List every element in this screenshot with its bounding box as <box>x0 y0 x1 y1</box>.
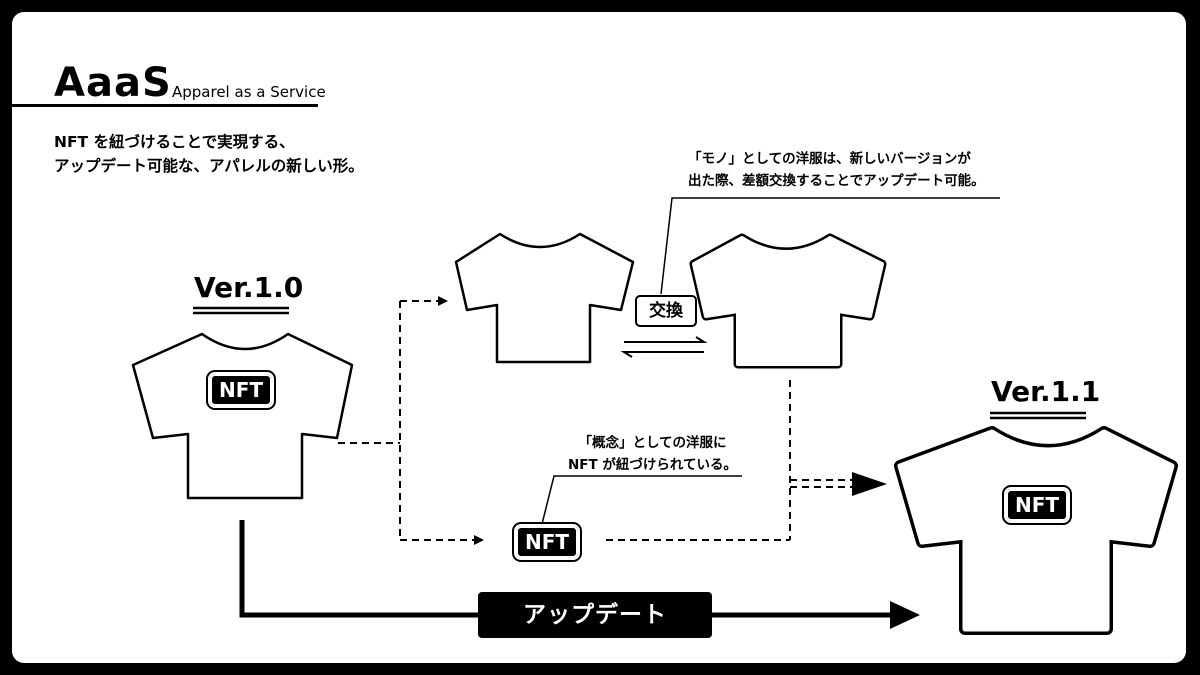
tshirt-physical-old-icon <box>454 232 635 364</box>
intro-line-1: NFT を紐づけることで実現する、 <box>54 133 295 151</box>
nft-merge-dashed-lines <box>606 380 852 541</box>
branch-dashed-lines <box>338 296 484 545</box>
page-subtitle: Apparel as a Service <box>172 83 326 101</box>
page-title: AaaS <box>54 60 172 106</box>
concept-note-line-1: 「概念」としての洋服に <box>578 435 727 451</box>
merge-arrowhead-icon <box>852 472 887 496</box>
concept-note-line-2: NFT が紐づけられている。 <box>568 457 738 473</box>
intro-line-2: アップデート可能な、アパレルの新しい形。 <box>54 157 364 175</box>
physical-note-line-2: 出た際、差額交換することでアップデート可能。 <box>688 173 985 189</box>
version-label-old: Ver.1.0 <box>194 271 304 304</box>
physical-note: 「モノ」としての洋服は、新しいバージョンが 出た際、差額交換することでアップデー… <box>688 148 985 192</box>
physical-note-leader-line <box>660 197 1000 295</box>
nft-badge-old: NFT <box>206 370 276 410</box>
exchange-label: 交換 <box>635 295 697 327</box>
title-divider <box>12 104 318 107</box>
tshirt-v1-1-icon <box>894 426 1178 635</box>
ver-old-underline <box>193 306 289 315</box>
nft-badge-center: NFT <box>512 522 582 562</box>
tshirt-physical-new-icon <box>689 233 887 369</box>
exchange-arrows-icon <box>620 336 708 358</box>
tshirt-v1-icon <box>131 332 354 500</box>
update-arrowhead-icon <box>890 601 920 629</box>
concept-note: 「概念」としての洋服に NFT が紐づけられている。 <box>568 432 737 476</box>
nft-badge-new: NFT <box>1002 485 1072 525</box>
intro-text: NFT を紐づけることで実現する、 アップデート可能な、アパレルの新しい形。 <box>54 130 364 178</box>
concept-note-leader-line <box>541 475 742 525</box>
diagram-graphics <box>131 197 1178 635</box>
ver-new-underline <box>990 411 1086 420</box>
update-label: アップデート <box>478 592 712 638</box>
diagram-card: AaaS Apparel as a Service NFT を紐づけることで実現… <box>12 12 1186 663</box>
physical-note-line-1: 「モノ」としての洋服は、新しいバージョンが <box>688 151 971 167</box>
version-label-new: Ver.1.1 <box>991 375 1101 408</box>
